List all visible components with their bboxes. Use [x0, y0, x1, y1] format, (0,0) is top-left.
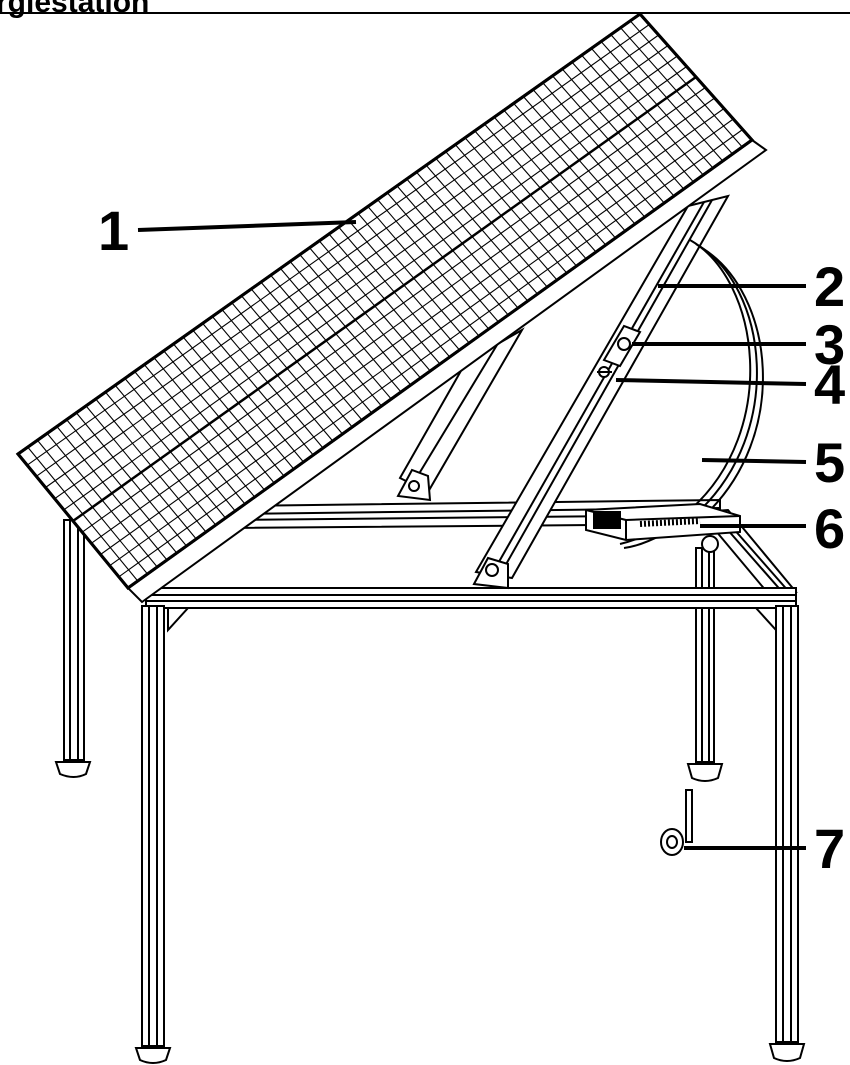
callout-number-6: 6: [814, 497, 845, 560]
solar-panel: [15, 12, 768, 604]
callout-line-1: [137, 220, 357, 232]
adjust-knob: [597, 366, 612, 378]
page-title: rgiestation: [0, 0, 150, 19]
header-divider: [0, 12, 850, 14]
callout-lines: [137, 220, 807, 850]
callout-number-2: 2: [814, 255, 845, 318]
callout-line-4: [615, 378, 807, 386]
front-right-leg: [768, 605, 806, 1062]
callout-number-7: 7: [814, 817, 845, 880]
clamp-screw: [602, 324, 642, 368]
callout-number-3: 3: [814, 313, 845, 376]
callout-number-1: 1: [98, 199, 129, 262]
callout-number-4: 4: [814, 353, 845, 416]
callout-number-5: 5: [814, 431, 845, 494]
rear-support-strut: [396, 327, 525, 502]
back-right-leg: [686, 547, 724, 782]
callout-line-5: [701, 458, 807, 464]
junction-box: [585, 502, 741, 553]
back-left-leg: [54, 519, 92, 778]
support-strut: [472, 194, 731, 590]
panel-cell-grid: [26, 20, 743, 582]
front-left-leg: [134, 605, 172, 1064]
caster-wheel: [660, 789, 693, 856]
